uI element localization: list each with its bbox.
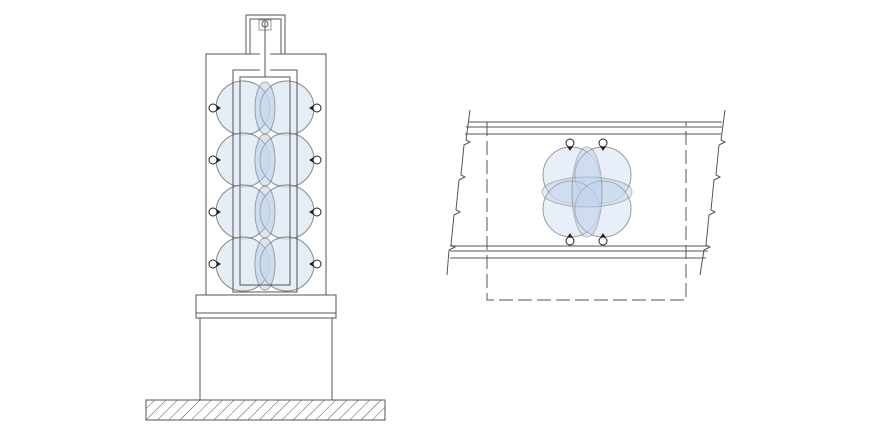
glow-core xyxy=(254,185,276,239)
dashed-outline xyxy=(486,122,687,301)
glow-core xyxy=(254,81,276,135)
light-fixture-icon xyxy=(598,138,608,148)
elevation-view xyxy=(145,14,386,421)
light-fixture-icon xyxy=(312,207,322,217)
glow-core xyxy=(254,133,276,187)
base-block xyxy=(199,317,333,401)
light-fixtures xyxy=(208,103,608,269)
cap-plate xyxy=(195,294,337,319)
light-fixture-icon xyxy=(312,155,322,165)
light-glow xyxy=(541,146,633,238)
light-fixture-icon xyxy=(598,236,608,246)
light-fixture-icon xyxy=(312,259,322,269)
light-glow xyxy=(215,80,315,292)
light-fixture-icon xyxy=(565,236,575,246)
light-fixture-icon xyxy=(565,138,575,148)
top-pipe xyxy=(245,14,286,54)
light-fixture-icon xyxy=(208,103,218,113)
glow-core xyxy=(541,176,633,208)
break-line-left xyxy=(446,109,472,276)
light-fixture-icon xyxy=(208,155,218,165)
glow-core xyxy=(254,237,276,291)
plan-view xyxy=(446,109,727,301)
break-line-right xyxy=(699,109,727,276)
light-fixture-icon xyxy=(312,103,322,113)
ground-hatch xyxy=(145,399,386,421)
glow-core xyxy=(571,146,603,238)
light-fixture-icon xyxy=(208,207,218,217)
outer-housing xyxy=(205,53,327,296)
light-fixture-icon xyxy=(208,259,218,269)
